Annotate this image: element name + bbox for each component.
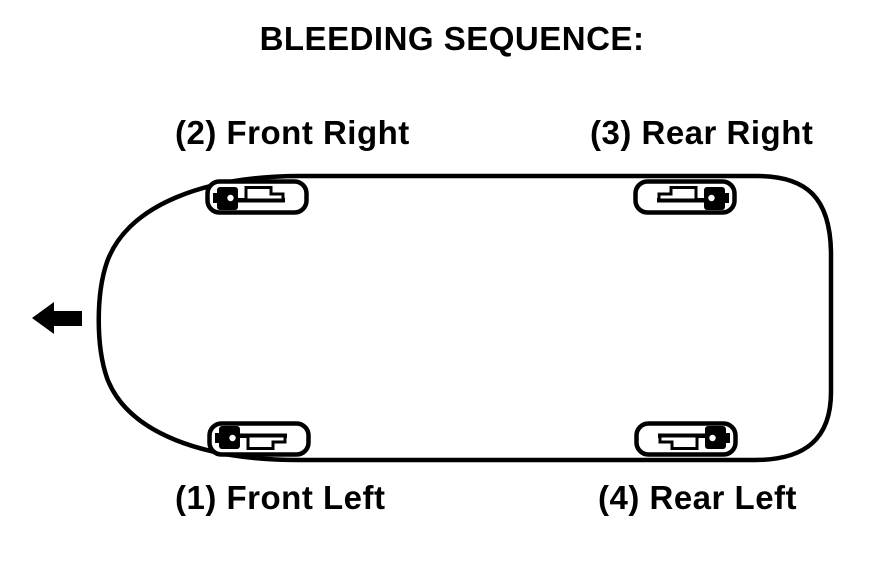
label-rear-right: (3) Rear Right bbox=[590, 114, 814, 151]
page-title: BLEEDING SEQUENCE: bbox=[259, 20, 645, 57]
car-body-outline bbox=[96, 173, 834, 463]
label-front-left: (1) Front Left bbox=[175, 479, 386, 516]
front-direction-arrow-icon bbox=[32, 302, 82, 334]
wheel-front-right bbox=[208, 182, 307, 213]
wheel-rear-left bbox=[637, 424, 736, 455]
label-front-right: (2) Front Right bbox=[175, 114, 410, 151]
label-rear-left: (4) Rear Left bbox=[598, 479, 798, 516]
wheel-rear-right bbox=[636, 182, 735, 213]
wheel-front-left bbox=[210, 424, 309, 455]
